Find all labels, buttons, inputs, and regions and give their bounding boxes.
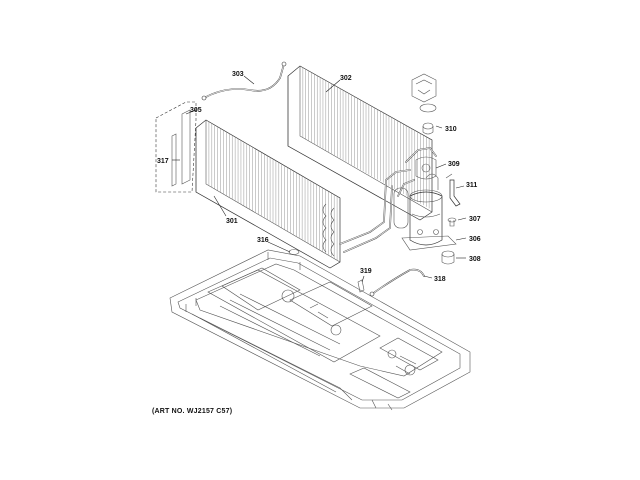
callout-303: 303: [232, 71, 244, 78]
callout-309: 309: [448, 161, 460, 168]
callout-305: 305: [190, 107, 202, 114]
callout-310: 310: [445, 126, 457, 133]
capillary-tube: [201, 61, 287, 101]
grommet: [447, 217, 457, 227]
callout-307: 307: [469, 216, 481, 223]
reversing-valve-parts: [411, 73, 437, 180]
art-number: (ART NO. WJ2157 C57): [152, 408, 233, 415]
refrigerant-piping: [339, 147, 437, 253]
callout-319: 319: [360, 268, 372, 275]
callout-302: 302: [340, 75, 352, 82]
callout-311: 311: [466, 182, 477, 189]
base-pan: [169, 249, 471, 411]
callout-labels: 303 302 305 317 301 316 310 309 311 307 …: [157, 71, 481, 283]
callout-308: 308: [469, 256, 481, 263]
callout-306: 306: [469, 236, 481, 243]
condenser-coil: [287, 65, 433, 221]
evaporator-coil: [195, 119, 341, 269]
leader-lines: [172, 75, 467, 283]
callout-301: 301: [226, 218, 238, 225]
cover-subassembly-box: [155, 101, 197, 193]
callout-317: 317: [157, 158, 169, 165]
callout-316: 316: [257, 237, 269, 244]
compressor: [393, 173, 457, 251]
tube-bracket: [445, 173, 461, 207]
wire-clip: [357, 279, 365, 293]
callout-318: 318: [434, 276, 446, 283]
sensor-wire: [369, 268, 425, 297]
mounting-foot: [441, 250, 455, 265]
drain-plug: [288, 249, 300, 255]
